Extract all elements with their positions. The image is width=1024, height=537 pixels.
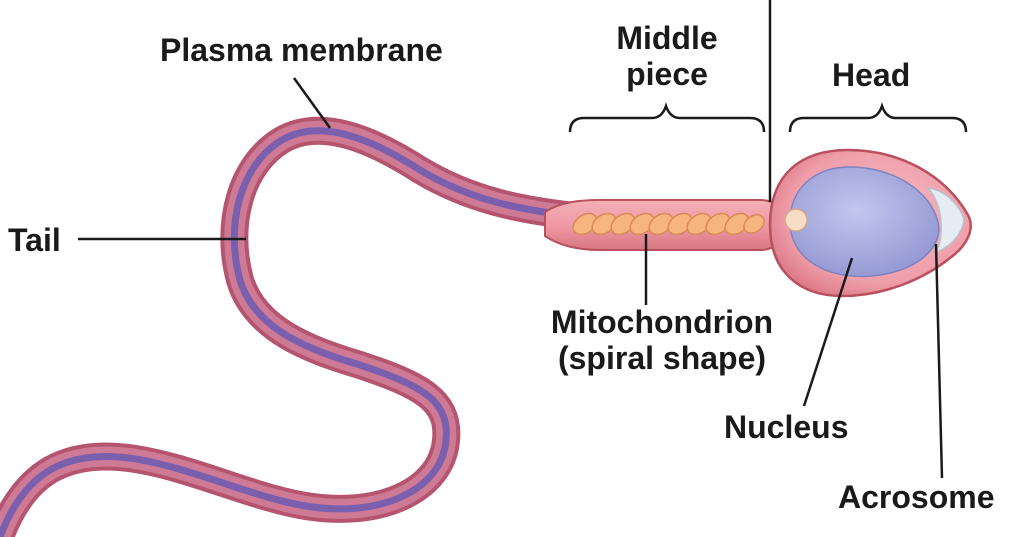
acrosome-shape <box>926 187 965 254</box>
middle-piece-label: Middle piece <box>598 20 736 92</box>
nucleus-shape <box>789 166 940 278</box>
centriole <box>784 208 808 232</box>
head-label: Head <box>832 57 911 93</box>
acrosome-label: Acrosome <box>838 479 995 515</box>
mitochondrion-label: Mitochondrion (spiral shape) <box>532 304 792 376</box>
head <box>768 148 972 298</box>
plasma-membrane-leader <box>292 77 332 129</box>
mitochondrion-spiral <box>572 212 765 236</box>
plasma-membrane-label: Plasma membrane <box>160 32 443 68</box>
nucleus-leader <box>802 257 854 407</box>
mitochondrion-label-line1: Mitochondrion <box>550 304 774 340</box>
middle-piece-bracket <box>568 102 766 133</box>
tail-axoneme <box>0 127 579 537</box>
tail-label: Tail <box>8 222 61 258</box>
acrosome-leader <box>934 243 944 479</box>
nucleus-label: Nucleus <box>724 409 849 445</box>
tail <box>0 116 589 537</box>
middle-piece-label-line2: piece <box>626 56 708 92</box>
middle-piece-label-line1: Middle <box>616 20 718 56</box>
head-bracket <box>788 102 968 133</box>
leader-lines <box>78 0 944 479</box>
mitochondrion-label-line2: (spiral shape) <box>557 340 767 376</box>
middle-piece <box>544 199 787 251</box>
